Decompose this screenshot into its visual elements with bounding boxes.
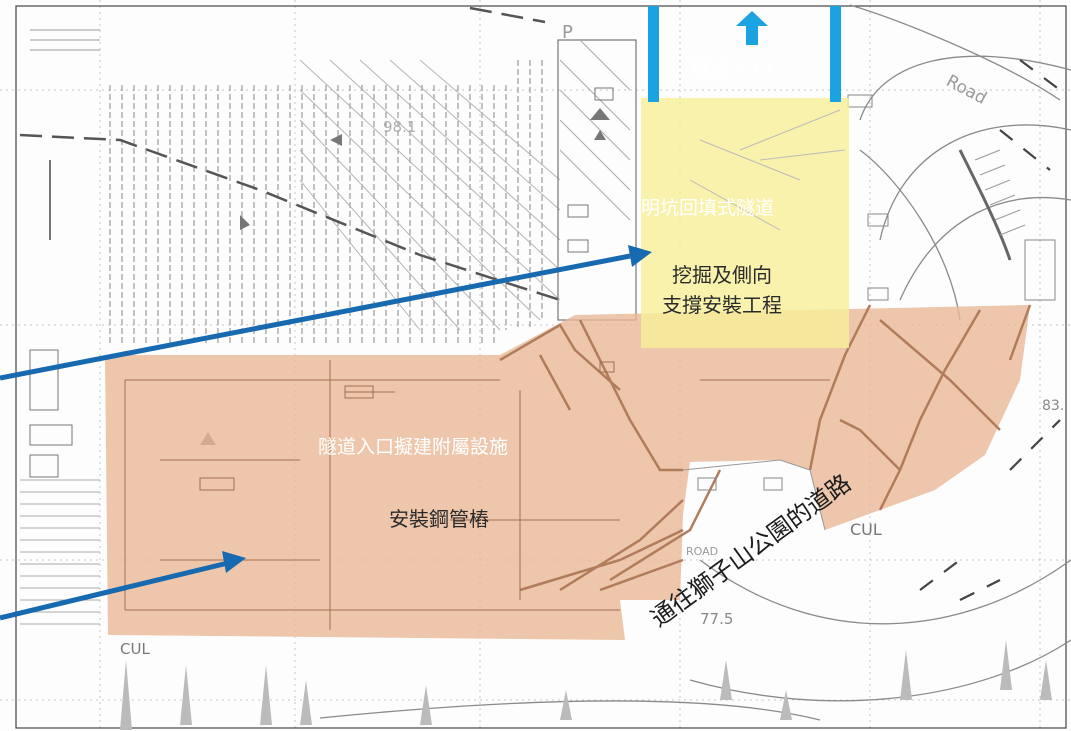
level-text-b: 77.5 — [700, 610, 734, 628]
tunnel-entrance-left-wall — [648, 6, 659, 102]
callout-arrowhead-icon — [222, 551, 246, 573]
callout-arrowhead-icon — [628, 245, 652, 267]
excavation-description: 挖掘及側向 支撐安裝工程 — [662, 260, 782, 320]
tunnel-entrance-right-wall — [830, 6, 841, 102]
cul-right-text: CUL — [850, 520, 882, 539]
backfill-tunnel-title: 明坑回填式隧道 — [641, 197, 775, 219]
tunnel-entrance-label: 隧道入口 — [690, 57, 774, 81]
excavation-line-2: 支撐安裝工程 — [662, 293, 782, 317]
cul-left-text: CUL — [120, 640, 150, 658]
ancillary-facilities-title: 隧道入口擬建附屬設施 — [318, 436, 509, 458]
pier-p-text: P — [562, 22, 573, 43]
steel-pipe-pile-label: 安裝鋼管樁 — [389, 507, 489, 531]
excavation-line-1: 挖掘及側向 — [672, 263, 772, 287]
level-text-a: 98.1 — [383, 118, 417, 136]
road-text-upper: ROAD — [686, 545, 719, 558]
up-arrow-icon — [736, 11, 768, 26]
ancillary-facilities-zone — [105, 305, 1030, 640]
backfill-tunnel-zone — [641, 98, 849, 348]
level-text-c: 83. — [1042, 398, 1065, 414]
